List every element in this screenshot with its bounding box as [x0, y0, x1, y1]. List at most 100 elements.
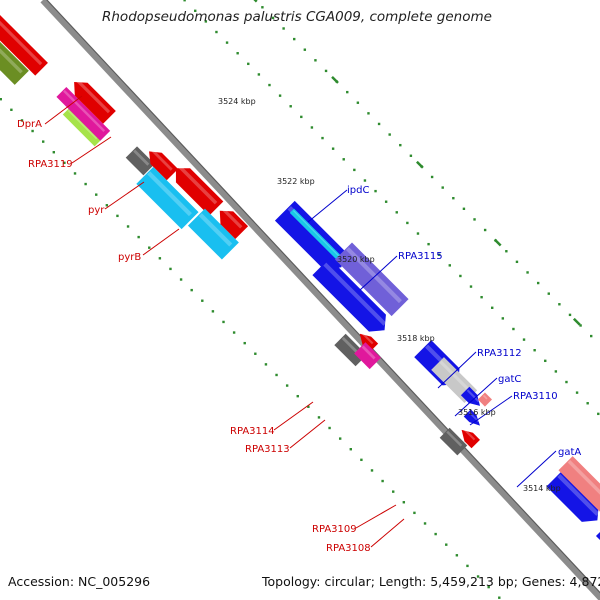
gene-gray[interactable] — [125, 146, 155, 176]
track-dot — [73, 172, 77, 175]
gene-red-7[interactable] — [461, 429, 480, 449]
track-dot — [434, 532, 437, 536]
track-dot — [296, 394, 299, 398]
gene-gatC[interactable] — [477, 392, 493, 407]
track-dot — [271, 16, 275, 20]
track-dot — [536, 281, 540, 285]
gene-olive[interactable] — [0, 0, 29, 85]
gene-label-RPA3114[interactable]: RPA3114 — [230, 426, 275, 437]
track-dot — [437, 253, 441, 256]
track-dot — [466, 564, 469, 568]
label-leader-line — [437, 351, 477, 389]
track-dot — [459, 274, 462, 278]
label-leader-line — [355, 504, 397, 529]
gene-label-pyrB[interactable]: pyrB — [118, 252, 141, 263]
gene-red-top[interactable] — [0, 14, 48, 76]
gene-RPA3113-highlight — [361, 345, 376, 360]
track-dot — [430, 175, 434, 179]
label-leader-line — [142, 228, 180, 256]
gene-red-5[interactable] — [219, 210, 249, 240]
gene-RPA3110-highlight — [468, 411, 480, 423]
gene-label-RPA3119[interactable]: RPA3119 — [28, 159, 73, 170]
track-dot — [10, 108, 13, 112]
label-leader-line — [289, 419, 326, 449]
track-dot — [328, 426, 331, 430]
track-dot — [261, 6, 264, 9]
tick-mark — [253, 0, 258, 3]
track-dot — [324, 69, 328, 73]
track-dot — [476, 575, 480, 578]
label-leader-line — [454, 377, 498, 417]
gene-red-top-highlight — [0, 20, 43, 66]
label-leaders — [44, 95, 557, 548]
track-dot — [321, 136, 324, 140]
gene-ipdC-blue[interactable] — [274, 200, 345, 271]
gene-cyan-1-highlight — [147, 171, 192, 217]
tick-label: 3518 kbp — [397, 334, 435, 343]
tick-label: 3520 kbp — [337, 255, 375, 264]
track-dot — [544, 359, 547, 363]
gene-lime[interactable] — [62, 107, 102, 147]
gene-ipdC-cyan[interactable] — [289, 208, 348, 266]
gene-blue-2[interactable] — [312, 258, 386, 332]
gene-red-6[interactable] — [359, 333, 379, 353]
track-dot — [84, 182, 87, 186]
track-dot — [448, 264, 451, 267]
track-dot — [342, 158, 345, 161]
gene-RPA3109[interactable] — [439, 427, 468, 456]
gene-blue-small[interactable] — [460, 386, 480, 406]
track-dot — [590, 334, 593, 338]
track-dot — [63, 161, 66, 165]
track-dot — [158, 257, 162, 260]
gene-red-2[interactable] — [74, 82, 116, 124]
track-dot — [95, 193, 98, 196]
track-dot — [384, 200, 388, 203]
gene-label-DprA[interactable]: DprA — [17, 119, 42, 130]
gene-label-pyr[interactable]: pyr — [88, 205, 105, 216]
gene-label-RPA3109[interactable]: RPA3109 — [312, 524, 357, 535]
gene-red-3[interactable] — [149, 151, 179, 181]
track-dot — [558, 303, 561, 306]
gene-gatC-highlight — [482, 394, 488, 400]
track-dot — [190, 288, 193, 292]
track-dot — [370, 469, 374, 472]
gene-label-ipdC[interactable]: ipdC — [347, 185, 369, 196]
gene-magenta[interactable] — [56, 86, 111, 141]
gene-blue-3[interactable] — [546, 469, 599, 522]
gene-label-RPA3108[interactable]: RPA3108 — [326, 543, 371, 554]
track-dot — [20, 119, 24, 122]
gene-blue-4[interactable] — [595, 519, 600, 578]
gene-RPA3113[interactable] — [354, 342, 381, 370]
gene-red-4[interactable] — [175, 168, 224, 216]
gene-label-RPA3110[interactable]: RPA3110 — [513, 391, 558, 402]
track-dot — [169, 267, 172, 271]
track-dot — [42, 140, 45, 143]
track-dot — [243, 341, 246, 345]
track-dot — [148, 246, 151, 249]
track-dot — [232, 331, 236, 334]
gene-ipdC-cyan-highlight — [293, 210, 344, 261]
gene-RPA3110[interactable] — [463, 409, 480, 426]
gene-cyan-2[interactable] — [187, 208, 239, 260]
gene-label-gatC[interactable]: gatC — [498, 374, 521, 385]
track-dot — [498, 596, 501, 599]
gene-label-RPA3115[interactable]: RPA3115 — [398, 251, 443, 262]
gene-gatA[interactable] — [558, 456, 600, 516]
track-dot — [399, 143, 402, 147]
gene-RPA3115-highlight — [345, 247, 402, 304]
genome-backbone — [40, 0, 600, 600]
track-dot — [575, 391, 579, 394]
track-dot — [126, 225, 130, 228]
genome-summary-text: Topology: circular; Length: 5,459,213 bp… — [262, 574, 600, 589]
track-dot — [374, 189, 377, 193]
gene-label-RPA3112[interactable]: RPA3112 — [477, 348, 522, 359]
gene-label-RPA3113[interactable]: RPA3113 — [245, 444, 290, 455]
track-dot — [331, 147, 335, 150]
gene-red-5-highlight — [221, 207, 243, 229]
gene-cyan-1[interactable] — [136, 166, 199, 230]
track-dot — [254, 352, 257, 355]
gene-label-gatA[interactable]: gatA — [558, 447, 581, 458]
track-dot — [268, 83, 271, 87]
track-dot — [402, 501, 406, 504]
